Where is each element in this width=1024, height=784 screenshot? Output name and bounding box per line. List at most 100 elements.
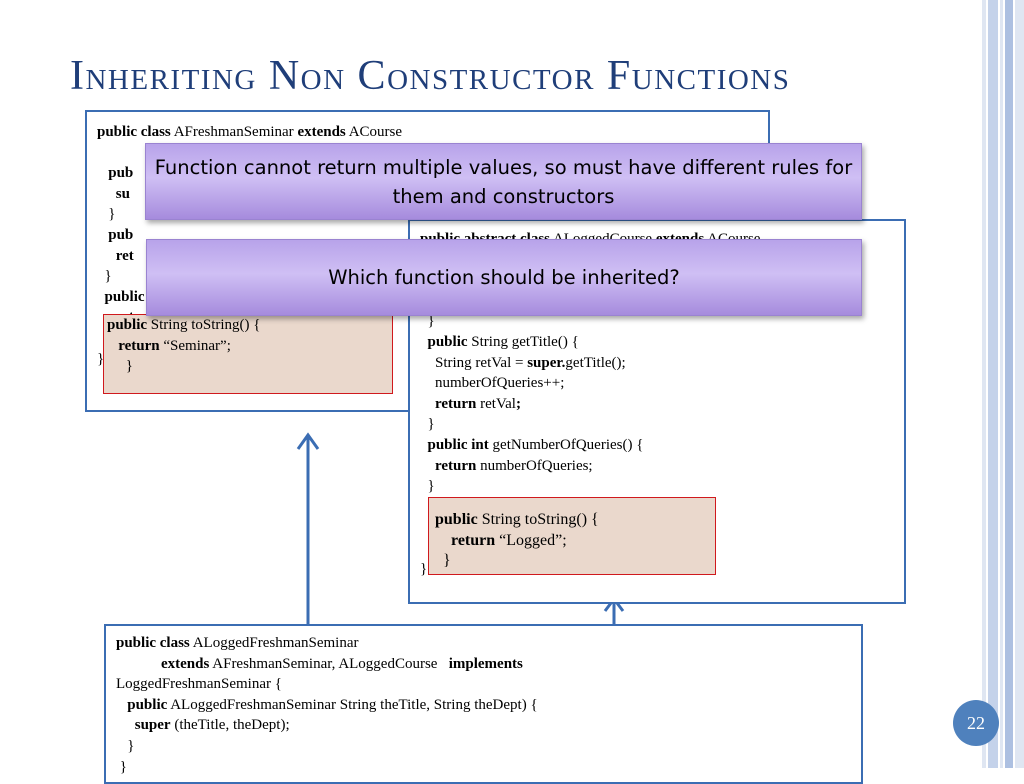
code-line: ret [97, 246, 768, 267]
code-text: String retVal = [420, 354, 528, 371]
code-text: LoggedFreshmanSeminar { [116, 676, 282, 693]
code-text [97, 145, 101, 161]
code-text: String toString() { [477, 511, 599, 528]
code-line: extends AFreshmanSeminar, ALoggedCourse … [116, 654, 861, 675]
code-line: return “Logged”; [435, 531, 715, 552]
code-line: } [420, 476, 904, 497]
code-text: } [420, 478, 435, 495]
code-text: } [420, 313, 435, 330]
code-text: } [116, 758, 127, 775]
arrow-head-up-icon [296, 432, 320, 450]
code-keyword: super [134, 717, 171, 734]
code-text: String toString() { [147, 317, 261, 333]
code-line: numberOfQueries++; [420, 373, 904, 394]
code-text: getNumberOfQueries() { [488, 436, 644, 453]
code-text: } [420, 416, 435, 433]
code-line: } [97, 349, 768, 370]
callout-text: Function cannot return multiple values, … [154, 155, 853, 208]
code-line: public class ALoggedFreshmanSeminar [116, 633, 861, 654]
code-text [116, 656, 161, 672]
code-keyword: public [107, 317, 148, 333]
code-text [116, 697, 127, 713]
code-text [116, 717, 135, 733]
code-text: String getTitle() { [467, 333, 579, 350]
code-text: } [116, 737, 135, 754]
code-keyword: return [118, 337, 160, 354]
code-keyword: pub [97, 226, 134, 243]
code-line: } [420, 559, 904, 580]
code-keyword: public class [97, 124, 171, 140]
code-text [420, 396, 435, 412]
code-line: } [116, 757, 861, 778]
code-line: public String toString() { [435, 510, 715, 531]
seminar-tostring-highlight: public String toString() { return “Semin… [103, 314, 393, 394]
code-keyword: super. [527, 354, 566, 371]
code-text: } [420, 560, 428, 577]
code-line: return “Seminar”; [107, 336, 392, 357]
code-line: } [420, 414, 904, 435]
code-line: return numberOfQueries; [420, 456, 904, 477]
code-line: su [97, 184, 768, 205]
code-text: numberOfQueries; [476, 457, 593, 474]
code-text: (theTitle, theDept); [170, 717, 290, 734]
code-text: } [97, 350, 105, 367]
code-line: pub [97, 225, 768, 246]
decorative-stripe [982, 0, 986, 768]
code-keyword: public int [427, 436, 489, 453]
code-line: } [116, 736, 861, 757]
code-keyword: public [127, 696, 168, 713]
code-keyword: return [451, 531, 496, 549]
code-keyword: pub [97, 165, 134, 182]
code-keyword: extends [297, 124, 346, 140]
code-line: String retVal = super.getTitle(); [420, 353, 904, 374]
code-keyword: ; [515, 395, 521, 412]
code-keyword: return [435, 395, 477, 412]
callout-which-inherited: Which function should be inherited? [146, 239, 862, 316]
code-keyword: ret [97, 247, 134, 264]
code-line: public String getTitle() { [420, 332, 904, 353]
code-keyword: extends [161, 655, 210, 672]
code-keyword: return [435, 457, 477, 474]
code-keyword: public class [116, 635, 190, 651]
code-text [420, 499, 424, 515]
code-block: public class ALoggedFreshmanSeminar exte… [116, 633, 861, 777]
code-text [420, 519, 424, 535]
decorative-stripe [1015, 0, 1024, 768]
code-text [420, 437, 428, 453]
code-text [420, 540, 424, 556]
logged-tostring-highlight: public String toString() { return “Logge… [428, 497, 716, 575]
code-line: super (theTitle, theDept); [116, 715, 861, 736]
decorative-stripe [1005, 0, 1013, 768]
code-line: } [107, 356, 392, 377]
code-line: public int getNumberOfQueries() { [420, 435, 904, 456]
code-text: getTitle(); [565, 354, 626, 371]
code-keyword: implements [448, 655, 523, 672]
code-text: “Seminar”; [159, 337, 231, 354]
code-line: } [420, 311, 904, 332]
code-text: } [97, 268, 112, 285]
code-text [97, 289, 105, 305]
code-text: ACourse [345, 124, 403, 140]
code-line: return retVal; [420, 394, 904, 415]
callout-text: Which function should be inherited? [328, 266, 680, 289]
code-keyword: su [97, 185, 130, 202]
code-line: LoggedFreshmanSeminar { [116, 674, 861, 695]
code-text: } [97, 206, 116, 223]
code-line: } [435, 551, 715, 572]
code-text: AFreshmanSeminar [170, 124, 298, 140]
code-text: ALoggedFreshmanSeminar [189, 635, 359, 651]
decorative-stripe [988, 0, 998, 768]
code-block: public String toString() { return “Logge… [435, 510, 715, 572]
slide-title: Inheriting Non Constructor Functions [70, 53, 791, 99]
code-text: “Logged”; [495, 531, 567, 549]
logged-freshman-seminar-code-box: public class ALoggedFreshmanSeminar exte… [104, 624, 863, 784]
code-keyword: public [427, 333, 468, 350]
code-text: AFreshmanSeminar, ALoggedCourse [209, 655, 449, 672]
code-line: public class AFreshmanSeminar extends AC… [97, 122, 768, 143]
code-text: retVal [476, 395, 516, 412]
code-text [420, 458, 435, 474]
code-text [107, 338, 118, 354]
page-number: 22 [967, 712, 985, 733]
code-line: pub [97, 163, 768, 184]
code-keyword: public [435, 511, 478, 528]
